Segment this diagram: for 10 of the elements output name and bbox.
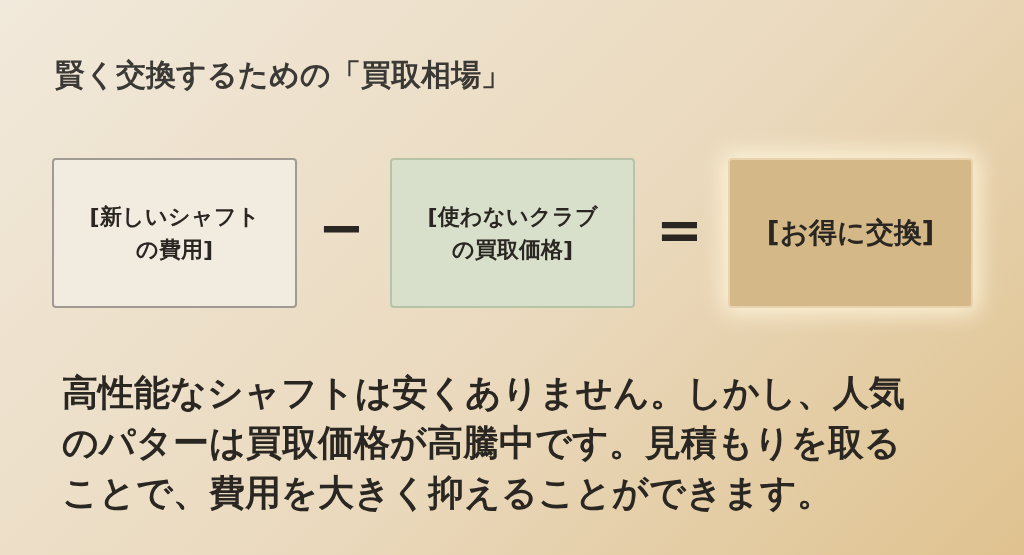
box-text: [新しいシャフトの費用] — [88, 203, 261, 264]
minus-sign: − — [318, 200, 365, 256]
trade-in-box — [390, 158, 635, 308]
title: 賢く交換するための「買取相場」 — [55, 56, 511, 94]
box-text: [お得に交換] — [766, 215, 935, 251]
box-text: [使わないクラブの買取価格] — [426, 203, 599, 264]
body-paragraph: 高性能なシャフトは安くありません。しかし、人気のパターは買取価格が高騰中です。見積もりを取ることで、費用を大きく抑えることができます。 — [62, 371, 906, 515]
result-box — [728, 158, 973, 308]
equals-sign: = — [656, 202, 703, 258]
cost-box — [52, 158, 297, 308]
